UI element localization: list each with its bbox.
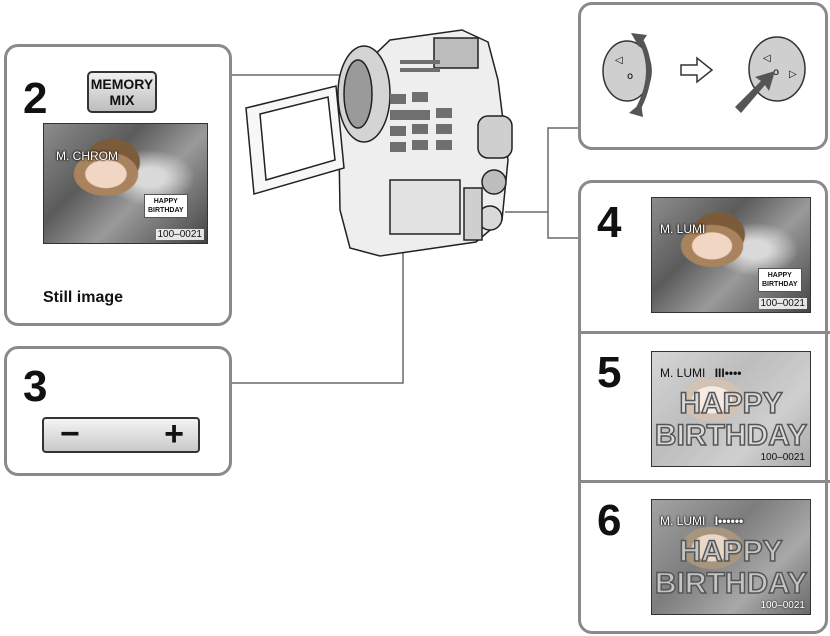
control-dial-press-icon: ◁ o ▷ [735, 36, 806, 113]
overlay-mode-label: M. LUMI I•••••• [660, 514, 743, 528]
memory-mix-label-line2: MIX [109, 92, 135, 108]
overlay-line-1: HAPPY [679, 535, 784, 569]
step-3-number: 3 [23, 362, 48, 411]
svg-text:o: o [627, 71, 633, 82]
still-image-caption: Still image [43, 289, 124, 306]
overlay-line-2: BIRTHDAY [654, 567, 808, 601]
camcorder-illustration [245, 29, 513, 257]
stamp-line-1: HAPPY [767, 272, 792, 279]
overlay-mode-label: M. CHROM [56, 149, 118, 163]
minus-button[interactable]: − [60, 415, 80, 453]
stamp-line-1: HAPPY [153, 198, 178, 205]
memory-mix-label-line1: MEMORY [90, 76, 154, 92]
svg-text:◁: ◁ [763, 53, 771, 64]
overlay-line-2: BIRTHDAY [654, 419, 808, 453]
svg-text:◁: ◁ [615, 55, 623, 66]
divider [581, 480, 830, 483]
mix-level-indicator: I•••••• [714, 514, 744, 528]
minus-plus-control[interactable]: − + [42, 415, 200, 453]
step-2-panel: 2 MEMORY MIX M. CHROM HAPPY BIRTHDAY 100… [4, 44, 232, 326]
step-2-number: 2 [23, 74, 48, 123]
hollow-arrow-right-icon [680, 56, 714, 84]
happy-birthday-overlay: HAPPY BIRTHDAY [652, 535, 810, 601]
divider [581, 331, 830, 334]
stamp-line-2: BIRTHDAY [148, 207, 184, 214]
photo-counter: 100–0021 [760, 452, 806, 463]
step-6-photo: M. LUMI I•••••• HAPPY BIRTHDAY 100–0021 [651, 499, 811, 615]
step-3-panel: 3 − + [4, 346, 232, 476]
mode-name: M. LUMI [660, 514, 706, 528]
step-5-photo: M. LUMI III•••• HAPPY BIRTHDAY 100–0021 [651, 351, 811, 467]
memory-mix-button[interactable]: MEMORY MIX [87, 71, 157, 113]
step-4-photo: M. LUMI HAPPY BIRTHDAY 100–0021 [651, 197, 811, 313]
svg-text:▷: ▷ [789, 69, 797, 80]
dial-instruction-panel: ◁ o ◁ o ▷ [578, 2, 828, 150]
step-5-number: 5 [597, 348, 622, 397]
overlay-mode-label: M. LUMI [660, 222, 706, 236]
photo-counter: 100–0021 [155, 229, 204, 240]
photo-counter: 100–0021 [758, 298, 807, 309]
overlay-mode-label: M. LUMI III•••• [660, 366, 742, 380]
happy-birthday-stamp: HAPPY BIRTHDAY [758, 268, 802, 292]
mode-name: M. LUMI [660, 366, 706, 380]
control-dial-rotate-icon: ◁ o [602, 33, 652, 117]
happy-birthday-stamp: HAPPY BIRTHDAY [144, 194, 188, 218]
svg-text:o: o [773, 67, 779, 78]
overlay-line-1: HAPPY [679, 387, 784, 421]
photo-counter: 100–0021 [760, 600, 806, 611]
step-4-number: 4 [597, 198, 622, 247]
stamp-line-2: BIRTHDAY [762, 281, 798, 288]
steps-4-6-panel: 4 M. LUMI HAPPY BIRTHDAY 100–0021 5 M. L… [578, 180, 830, 634]
step-6-number: 6 [597, 496, 622, 545]
plus-button[interactable]: + [164, 415, 184, 453]
happy-birthday-overlay: HAPPY BIRTHDAY [652, 387, 810, 453]
still-image-photo: M. CHROM HAPPY BIRTHDAY 100–0021 [43, 123, 208, 244]
mix-level-indicator: III•••• [714, 366, 742, 380]
